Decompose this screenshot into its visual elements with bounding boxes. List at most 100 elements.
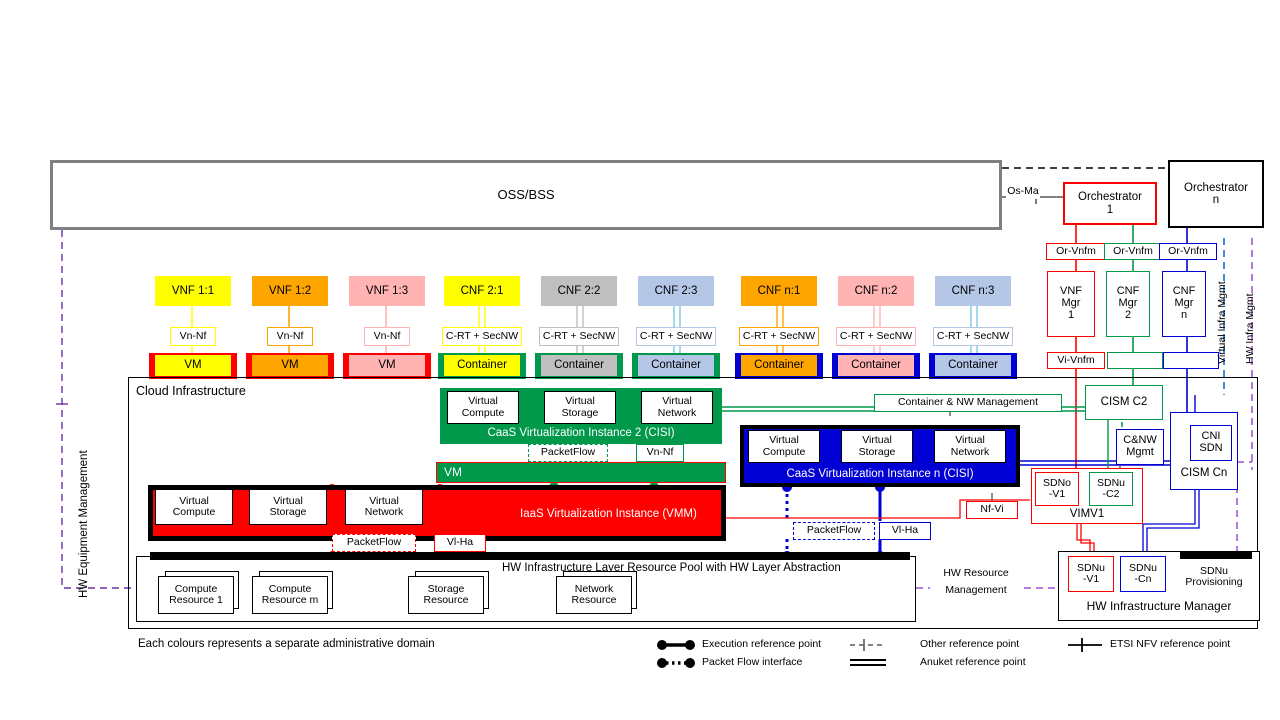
nf-runtime-2[interactable]: VM <box>252 355 328 376</box>
vimv1-label: VIMV1 <box>1069 507 1105 520</box>
cnf-manager-2-box[interactable]: CNF Mgr 2 <box>1106 271 1150 337</box>
caasn-virtual-network[interactable]: Virtual Network <box>934 430 1006 463</box>
nf-box-vnf-1-3[interactable]: VNF 1:3 <box>349 276 425 306</box>
container-nw-management-box[interactable]: Container & NW Management <box>874 394 1062 412</box>
nf-interface-4: C-RT + SecNW <box>442 327 522 346</box>
nf-box-vnf-1-2[interactable]: VNF 1:2 <box>252 276 328 306</box>
nf-interface-8: C-RT + SecNW <box>836 327 916 346</box>
os-ma-label: Os-Ma <box>1006 185 1040 199</box>
legend-item-packet-flow-interface: Packet Flow interface <box>702 656 803 668</box>
nf-box-vnf-1-1[interactable]: VNF 1:1 <box>155 276 231 306</box>
packetflow-iaas-label: PacketFlow <box>332 534 416 552</box>
orchestrator-1-box[interactable]: Orchestrator 1 <box>1063 182 1157 225</box>
hw-resource-line1: Storage <box>427 582 465 595</box>
caasn-virtual-compute[interactable]: Virtual Compute <box>748 430 820 463</box>
sdnu-cn-box[interactable]: SDNu -Cn <box>1120 556 1166 592</box>
nf-runtime-6[interactable]: Container <box>638 355 714 376</box>
nf-label: CNF 2:2 <box>557 284 601 297</box>
nf-label: CNF n:2 <box>854 284 898 297</box>
caas-instance-n-label: CaaS Virtualization Instance n (CISI) <box>786 468 974 481</box>
vl-ha-iaas-label: Vl-Ha <box>434 534 486 552</box>
or-vnfm-2-label: Or-Vnfm <box>1104 243 1162 260</box>
cni-sdn-box[interactable]: CNI SDN <box>1190 425 1232 461</box>
sdno-v1-box[interactable]: SDNo -V1 <box>1035 472 1079 506</box>
hw-resource-line2: Resource m <box>261 594 319 606</box>
orchestrator-1-label: Orchestrator <box>1078 191 1142 204</box>
nf-label: CNF 2:3 <box>654 284 698 297</box>
nf-runtime-8[interactable]: Container <box>838 355 914 376</box>
packetflow-caasn-label: PacketFlow <box>793 522 875 540</box>
legend-item-execution-reference-point: Execution reference point <box>702 638 822 650</box>
nf-box-cnf-n-3[interactable]: CNF n:3 <box>935 276 1011 306</box>
nf-label: CNF 2:1 <box>460 284 504 297</box>
sdnu-c2-box[interactable]: SDNu -C2 <box>1089 472 1133 506</box>
cnf-manager-n-box[interactable]: CNF Mgr n <box>1162 271 1206 337</box>
iaas-virtual-storage[interactable]: Virtual Storage <box>249 489 327 525</box>
nf-interface-1: Vn-Nf <box>170 327 216 346</box>
nf-runtime-label: Container <box>851 359 901 372</box>
cnw-mgmt-box[interactable]: C&NW Mgmt <box>1116 429 1164 465</box>
nf-label: CNF n:3 <box>951 284 995 297</box>
nf-box-cnf-2-3[interactable]: CNF 2:3 <box>638 276 714 306</box>
nf-runtime-3[interactable]: VM <box>349 355 425 376</box>
sdnu-provisioning-box[interactable]: SDNu Provisioning <box>1172 560 1256 594</box>
nf-box-cnf-n-1[interactable]: CNF n:1 <box>741 276 817 306</box>
cism-c2-box[interactable]: CISM C2 <box>1085 385 1163 420</box>
caas2-virtual-network[interactable]: Virtual Network <box>641 391 713 424</box>
legend-item-other-reference-point: Other reference point <box>920 638 1020 650</box>
nf-box-cnf-2-1[interactable]: CNF 2:1 <box>444 276 520 306</box>
ossbss-box[interactable]: OSS/BSS <box>50 160 1002 230</box>
vl-ha-caasn-label: Vl-Ha <box>879 522 931 540</box>
nf-runtime-7[interactable]: Container <box>741 355 817 376</box>
nf-box-cnf-2-2[interactable]: CNF 2:2 <box>541 276 617 306</box>
hw-resource-management-label2: Management <box>930 583 1022 599</box>
nf-interface-2: Vn-Nf <box>267 327 313 346</box>
legend-item-anuket-reference-point: Anuket reference point <box>920 656 1026 668</box>
packetflow-caas2-label: PacketFlow <box>528 444 608 462</box>
nf-runtime-label: VM <box>281 359 299 372</box>
cloud-infrastructure-title: Cloud Infrastructure <box>136 384 246 398</box>
nf-label: CNF n:1 <box>757 284 801 297</box>
nf-runtime-5[interactable]: Container <box>541 355 617 376</box>
nf-interface-7: C-RT + SecNW <box>739 327 819 346</box>
vi-vnfm-stub-green <box>1107 352 1163 369</box>
or-vnfm-n-label: Or-Vnfm <box>1159 243 1217 260</box>
iaas-virtual-compute[interactable]: Virtual Compute <box>155 489 233 525</box>
orchestrator-n-box[interactable]: Orchestrator n <box>1168 160 1264 228</box>
hw-resource-line1: Compute <box>268 582 312 595</box>
nf-runtime-9[interactable]: Container <box>935 355 1011 376</box>
nf-interface-label: C-RT + SecNW <box>639 329 713 342</box>
nf-interface-label: Vn-Nf <box>179 329 207 342</box>
caas2-virtual-storage[interactable]: Virtual Storage <box>544 391 616 424</box>
iaas-virtual-network[interactable]: Virtual Network <box>345 489 423 525</box>
caas2-virtual-compute[interactable]: Virtual Compute <box>447 391 519 424</box>
caasn-virtual-storage[interactable]: Virtual Storage <box>841 430 913 463</box>
nf-runtime-label: VM <box>184 359 202 372</box>
nf-runtime-4[interactable]: Container <box>444 355 520 376</box>
ossbss-label: OSS/BSS <box>497 186 555 202</box>
hw-resource-line2: Resource <box>423 594 469 606</box>
nf-interface-label: C-RT + SecNW <box>445 329 519 342</box>
nf-interface-label: C-RT + SecNW <box>742 329 816 342</box>
vnf-manager-1-box[interactable]: VNF Mgr 1 <box>1047 271 1095 337</box>
vn-nf-caas2-label: Vn-Nf <box>636 444 684 462</box>
nf-interface-label: Vn-Nf <box>276 329 304 342</box>
caas-instance-2-label: CaaS Virtualization Instance 2 (CISI) <box>487 427 675 440</box>
sdnu-v1-box[interactable]: SDNu -V1 <box>1068 556 1114 592</box>
hw-resource-line1: Compute <box>174 582 218 595</box>
nf-runtime-1[interactable]: VM <box>155 355 231 376</box>
vi-vnfm-stub-blue <box>1163 352 1219 369</box>
orchestrator-n-index: n <box>1212 194 1220 206</box>
nf-box-cnf-n-2[interactable]: CNF n:2 <box>838 276 914 306</box>
nf-interface-9: C-RT + SecNW <box>933 327 1013 346</box>
legend-glyphs <box>657 638 1102 668</box>
orchestrator-1-index: 1 <box>1106 203 1114 216</box>
nf-interface-5: C-RT + SecNW <box>539 327 619 346</box>
nf-interface-label: C-RT + SecNW <box>542 329 616 342</box>
iaas-instance-label: IaaS Virtualization Instance (VMM) <box>520 508 697 520</box>
